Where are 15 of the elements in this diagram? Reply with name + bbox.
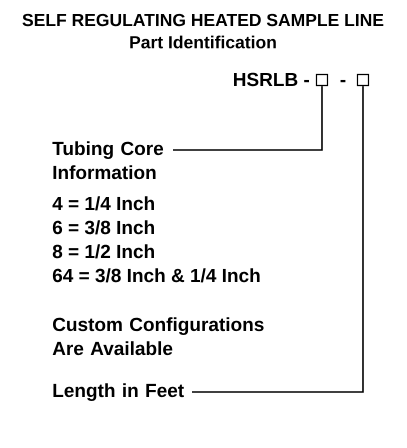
part-code: HSRLB - (234, 72, 309, 86)
subtitle: Part Identification (130, 36, 276, 48)
size-option: 8 = 1/2 Inch (52, 244, 154, 258)
entry-box (316, 74, 328, 86)
size-option: 64 = 3/8 Inch & 1/4 Inch (52, 268, 260, 282)
leader-line (192, 86, 364, 393)
note: Custom Configurations Are Available (52, 317, 264, 356)
callout-text: Tubing Core Information (52, 141, 164, 180)
size-option: 6 = 3/8 Inch (52, 220, 154, 234)
entry-box (356, 74, 370, 86)
callout-text: Length in Feet (53, 383, 184, 401)
leader-line (173, 86, 323, 151)
separator: - (340, 80, 346, 82)
title: SELF REGULATING HEATED SAMPLE LINE (22, 14, 384, 26)
size-option: 4 = 1/4 Inch (52, 196, 154, 210)
